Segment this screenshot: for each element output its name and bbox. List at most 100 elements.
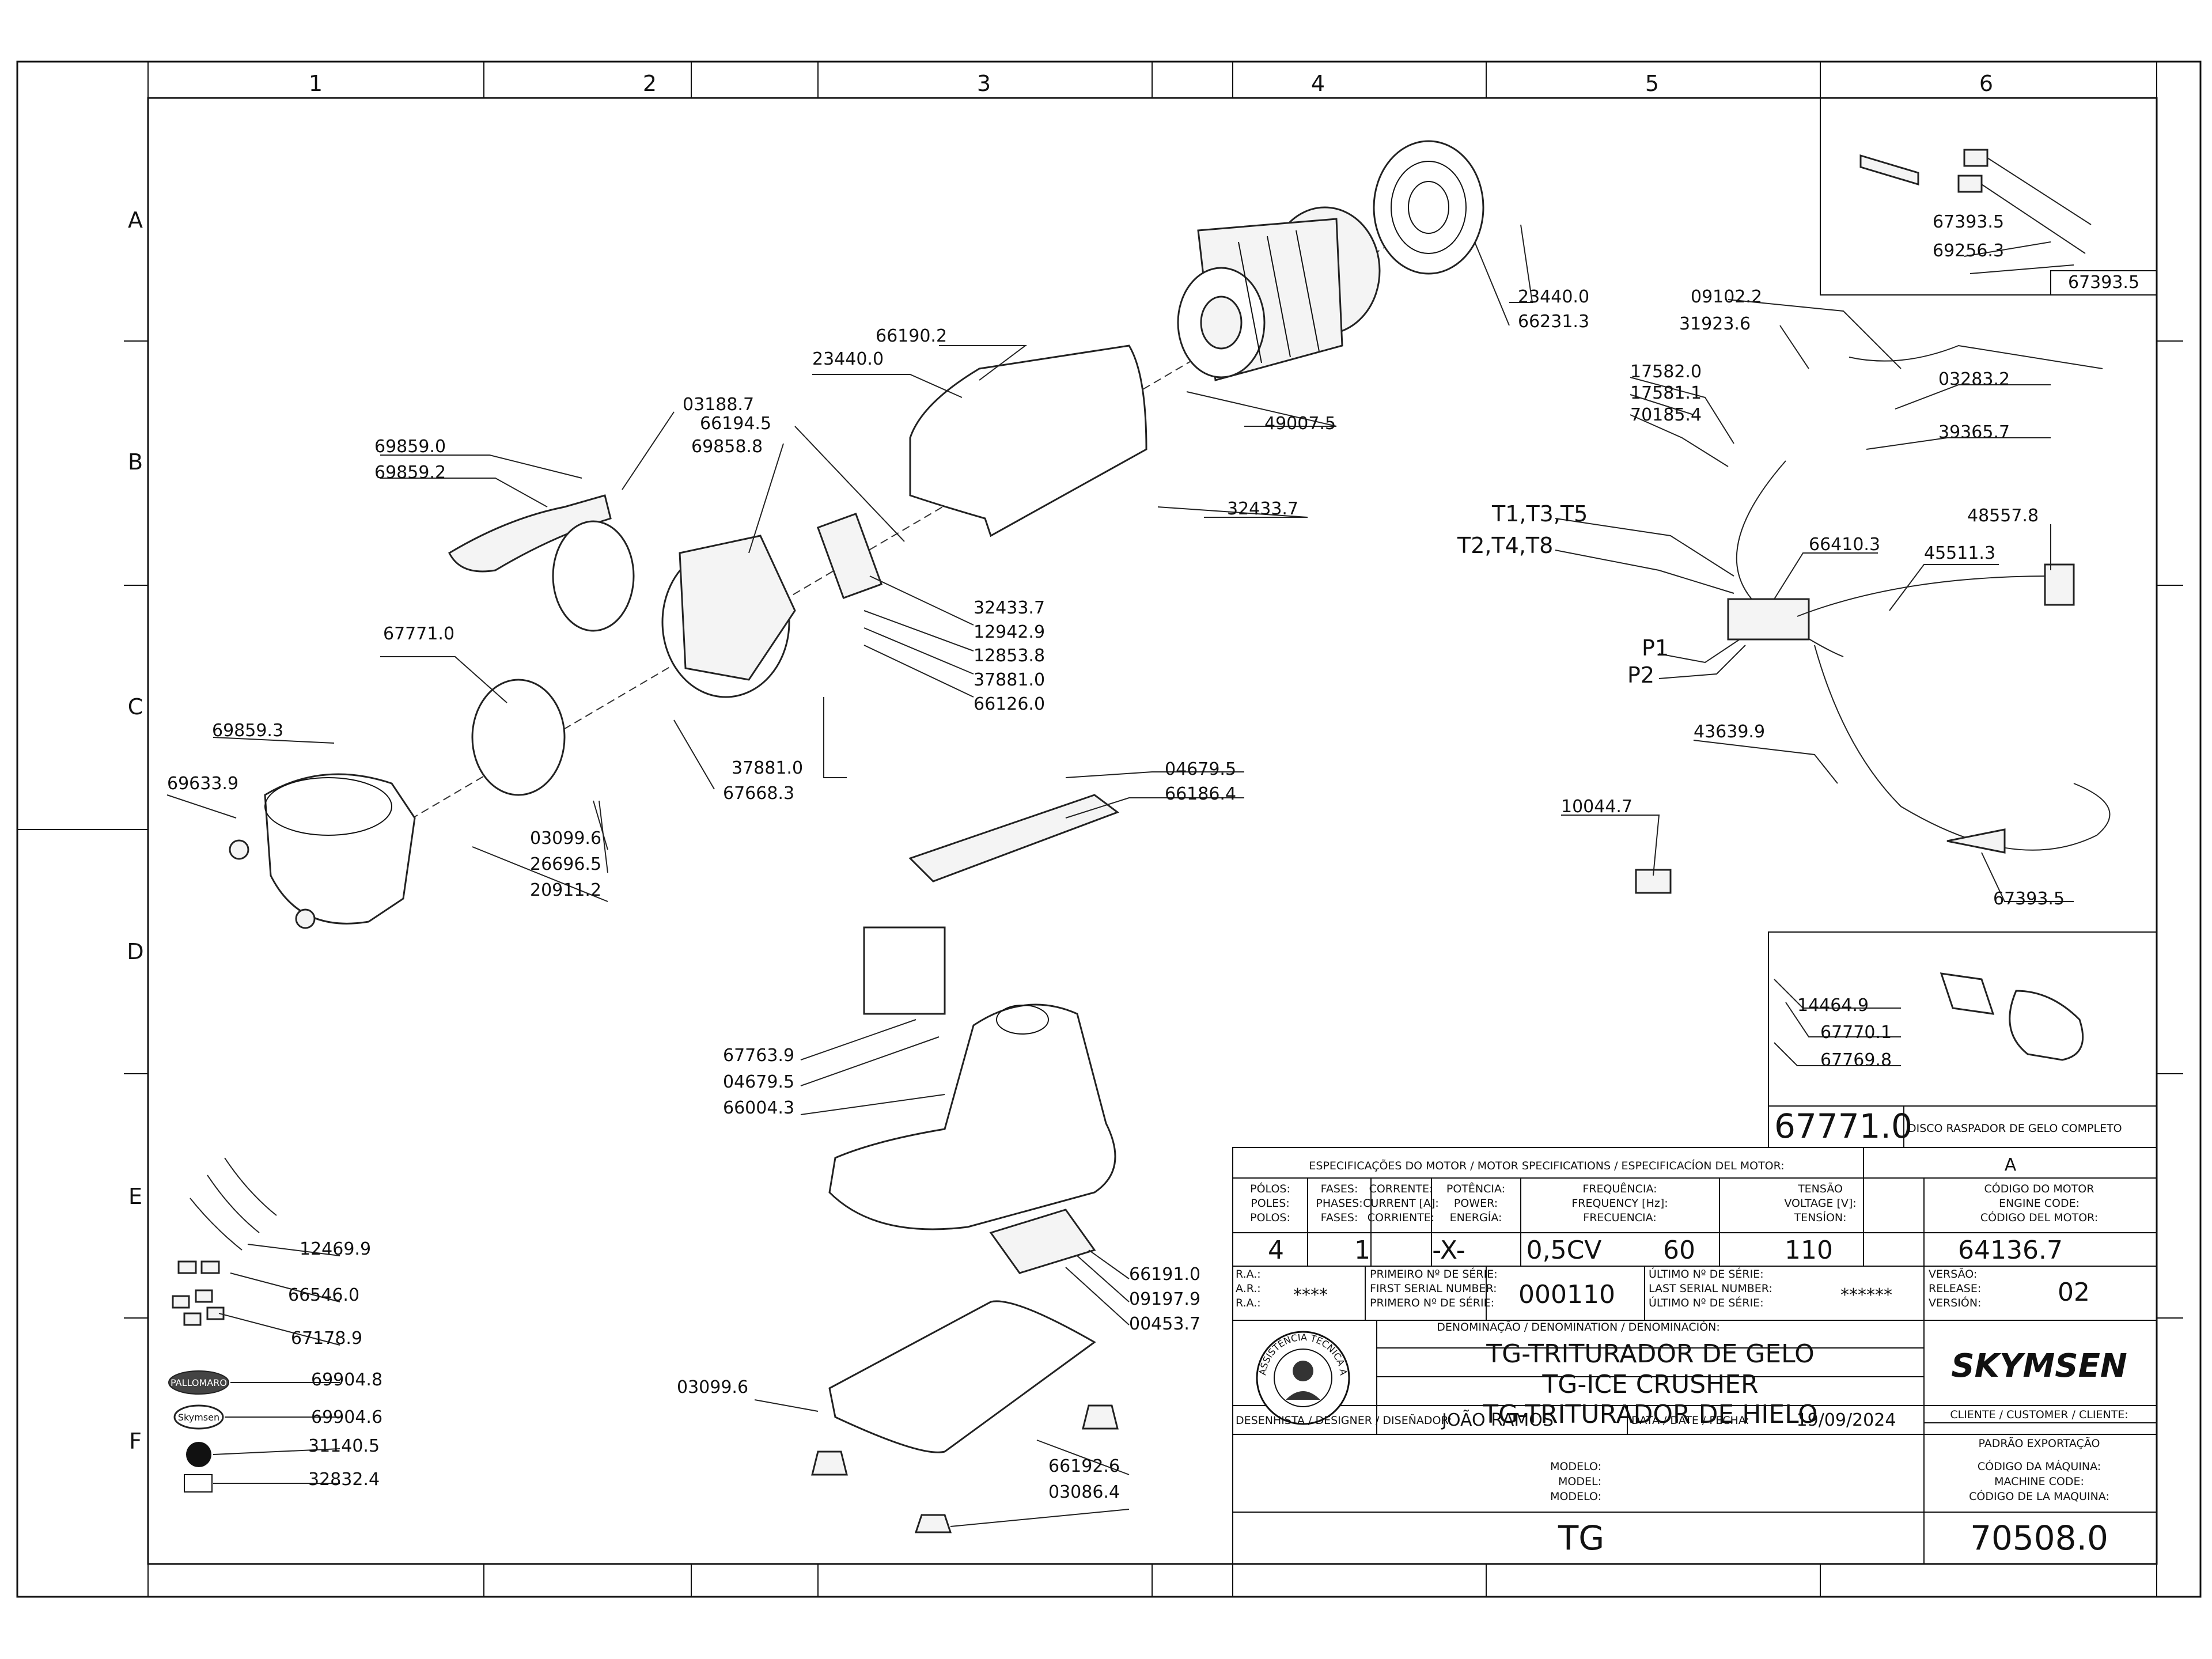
model-label-es: MODELO: bbox=[1550, 1490, 1601, 1503]
skymsen-badge-icon bbox=[173, 1404, 224, 1430]
callout-69904-6: 69904.6 bbox=[311, 1407, 382, 1427]
callout-03086-4: 03086.4 bbox=[1048, 1482, 1120, 1502]
ra-label-en: A.R.: bbox=[1236, 1282, 1261, 1295]
callout-66004-3: 66004.3 bbox=[723, 1098, 794, 1118]
front-bowl bbox=[229, 773, 416, 929]
pallomaro-badge-label: PALLOMARO bbox=[171, 1377, 227, 1388]
motor-spec-header: ESPECIFICAÇÕES DO MOTOR / MOTOR SPECIFIC… bbox=[1309, 1159, 1784, 1172]
callout-00453-7: 00453.7 bbox=[1129, 1314, 1200, 1334]
grid-row-A: A bbox=[128, 207, 143, 233]
engine-code-label-pt: CÓDIGO DO MOTOR bbox=[1984, 1181, 2094, 1195]
callout-66410-3: 66410.3 bbox=[1809, 535, 1880, 555]
machine-code-value: 70508.0 bbox=[1970, 1518, 2108, 1558]
poles-value: 4 bbox=[1268, 1236, 1284, 1265]
pallomaro-badge-icon bbox=[168, 1370, 229, 1395]
callout-67771-0: 67771.0 bbox=[383, 624, 454, 644]
last-serial-value: ****** bbox=[1840, 1285, 1892, 1305]
engine-code-value: 64136.7 bbox=[1958, 1236, 2063, 1265]
gear-housing bbox=[661, 513, 883, 698]
current-label-en: CURRENT [A]: bbox=[1363, 1197, 1439, 1210]
engine-code-label-es: CÓDIGO DEL MOTOR: bbox=[1980, 1210, 2098, 1224]
voltage-value: 110 bbox=[1785, 1236, 1833, 1265]
disc-box-title: DISCO RASPADOR DE GELO COMPLETO bbox=[1908, 1122, 2122, 1135]
grid-row-D: D bbox=[127, 939, 143, 964]
last-serial-label-en: LAST SERIAL NUMBER: bbox=[1649, 1282, 1772, 1295]
skymsen-badge-label: Skymsen bbox=[178, 1412, 219, 1423]
switch-detail-box: 67393.5 69256.3 67393.5 bbox=[1820, 97, 2157, 296]
grid-col-1: 1 bbox=[309, 71, 323, 96]
version-column-letter: A bbox=[2005, 1155, 2017, 1175]
machine-code-label-es: CÓDIGO DE LA MAQUINA: bbox=[1969, 1489, 2109, 1503]
parts-illustration: PALLOMARO Skymsen bbox=[168, 140, 2111, 1533]
first-serial-label-pt: PRIMEIRO Nº DE SÉRIE: bbox=[1370, 1267, 1498, 1281]
callout-69859-3: 69859.3 bbox=[212, 721, 283, 741]
callout-04679-5-b: 04679.5 bbox=[723, 1072, 794, 1092]
wiring-harness bbox=[1635, 344, 2111, 894]
poles-label-es: POLOS: bbox=[1250, 1211, 1290, 1224]
small-plate bbox=[989, 1209, 1096, 1274]
callout-20911-2: 20911.2 bbox=[530, 880, 601, 900]
callout-31140-5: 31140.5 bbox=[308, 1436, 380, 1456]
callout-03188-7: 03188.7 bbox=[683, 395, 754, 415]
callout-66194-5: 66194.5 bbox=[700, 414, 771, 434]
callout-14464-9: 14464.9 bbox=[1797, 995, 1869, 1016]
callout-17581-1: 17581.1 bbox=[1630, 383, 1702, 403]
frequency-label-pt: FREQUÊNCIA: bbox=[1582, 1182, 1657, 1195]
frequency-label-es: FRECUENCIA: bbox=[1583, 1211, 1656, 1224]
version-value: 02 bbox=[2058, 1278, 2090, 1307]
svg-text:ASSISTÊNCIA TÉCNICA AUTORIZADA: ASSISTÊNCIA TÉCNICA AUTORIZADA bbox=[0, 0, 1349, 1376]
disc-box-code: 67771.0 bbox=[1774, 1107, 1912, 1146]
scraper-disc bbox=[471, 679, 566, 796]
model-label-en: MODEL: bbox=[1558, 1475, 1601, 1488]
callout-10044-7: 10044.7 bbox=[1561, 797, 1633, 817]
grid-row-B: B bbox=[128, 449, 143, 475]
machine-code-label-pt: CÓDIGO DA MÁQUINA: bbox=[1978, 1459, 2101, 1473]
electrical-box bbox=[863, 926, 946, 1015]
power-value: 0,5CV bbox=[1527, 1236, 1602, 1265]
callout-66191-0: 66191.0 bbox=[1129, 1264, 1200, 1285]
callout-67769-8: 67769.8 bbox=[1820, 1050, 1892, 1070]
phases-label-pt: FASES: bbox=[1321, 1183, 1358, 1195]
ra-label-pt: R.A.: bbox=[1236, 1268, 1261, 1281]
callout-48557-8: 48557.8 bbox=[1967, 506, 2039, 526]
bottom-plate bbox=[828, 1300, 1096, 1453]
sticker-icon bbox=[184, 1474, 213, 1493]
date-value: 19/09/2024 bbox=[1797, 1410, 1896, 1430]
client-label: CLIENTE / CUSTOMER / CLIENTE: bbox=[1950, 1408, 2128, 1421]
callout-23440-0-b: 23440.0 bbox=[1518, 287, 1589, 307]
voltage-label-es: TENSÍON: bbox=[1793, 1211, 1846, 1224]
denomination-es: TG-TRITURADOR DE HIELO bbox=[1482, 1400, 1817, 1429]
frequency-label-en: FREQUENCY [Hz]: bbox=[1571, 1197, 1668, 1210]
current-label-pt: CORRENTE: bbox=[1369, 1183, 1433, 1195]
callout-69633-9: 69633.9 bbox=[167, 774, 238, 794]
engine-code-label-en: ENGINE CODE: bbox=[1999, 1197, 2080, 1210]
callout-66126-0: 66126.0 bbox=[974, 694, 1045, 714]
power-label-pt: POTÊNCIA: bbox=[1446, 1182, 1505, 1195]
callout-66231-3: 66231.3 bbox=[1518, 312, 1589, 332]
accessory-icons: PALLOMARO Skymsen bbox=[168, 1157, 277, 1493]
callout-69904-8: 69904.8 bbox=[311, 1370, 382, 1390]
last-serial-label-es: ÚLTIMO Nº DE SÉRIE: bbox=[1649, 1296, 1764, 1309]
current-value: -X- bbox=[1432, 1236, 1465, 1265]
callout-70185-4: 70185.4 bbox=[1630, 405, 1702, 425]
callout-12942-9: 12942.9 bbox=[974, 622, 1045, 642]
callout-31923-6: 31923.6 bbox=[1679, 314, 1751, 334]
voltage-label-pt: TENSÃO bbox=[1797, 1182, 1843, 1195]
callout-69858-8: 69858.8 bbox=[691, 437, 763, 457]
stand bbox=[828, 1003, 1116, 1230]
callout-67178-9: 67178.9 bbox=[291, 1328, 362, 1349]
brand-logo: SKYMSEN bbox=[1951, 1347, 2127, 1385]
grid-row-C: C bbox=[128, 694, 143, 719]
grid-col-6: 6 bbox=[1979, 71, 1993, 96]
motor-housing bbox=[909, 344, 1147, 537]
callout-12469-9: 12469.9 bbox=[300, 1239, 371, 1259]
callout-32832-4: 32832.4 bbox=[308, 1469, 380, 1490]
callout-26696-5: 26696.5 bbox=[530, 854, 601, 874]
machine-code-label-en: MACHINE CODE: bbox=[1994, 1475, 2084, 1488]
callout-67763-9: 67763.9 bbox=[723, 1046, 794, 1066]
callout-37881-0-b: 37881.0 bbox=[732, 758, 803, 778]
callout-37881-0: 37881.0 bbox=[974, 670, 1045, 690]
callout-t2-t4-t8: T2,T4,T8 bbox=[1457, 533, 1553, 558]
date-label: DATA / DATE / FECHA: bbox=[1631, 1414, 1749, 1427]
